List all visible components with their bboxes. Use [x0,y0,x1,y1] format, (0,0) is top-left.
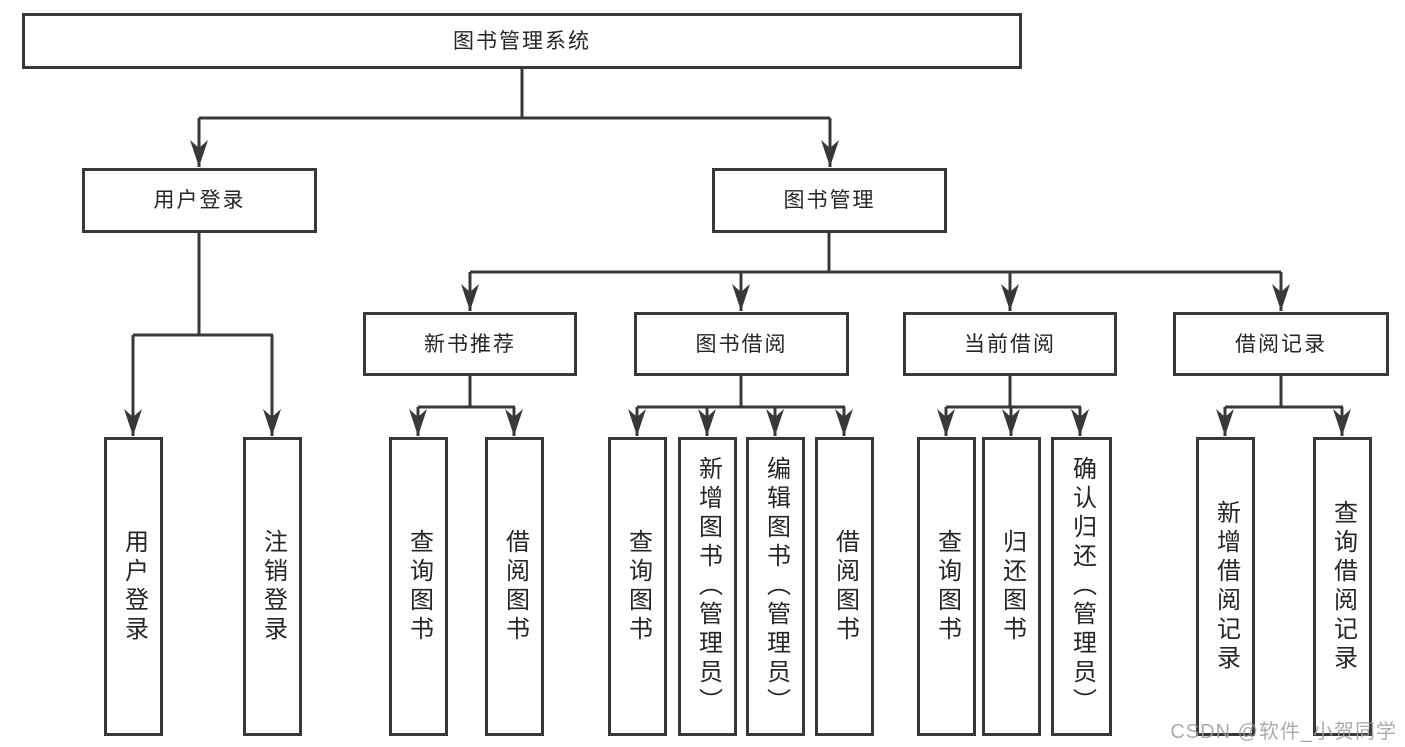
node-leaf-add-borrow-record: 新增借阅记录 [1196,437,1255,736]
node-user-login: 用户登录 [82,168,317,233]
node-leaf-query-borrow-record-label: 查询借阅记录 [1329,499,1357,674]
node-root: 图书管理系统 [22,13,1022,69]
node-book-management-label: 图书管理 [783,189,876,212]
node-leaf-borrow-books-borrowing-label: 借阅图书 [831,528,859,645]
node-leaf-borrow-books-recommend-label: 借阅图书 [501,528,529,645]
node-leaf-return-books-label: 归还图书 [998,528,1026,645]
node-leaf-query-books-recommend: 查询图书 [389,437,448,736]
node-current-borrowing-label: 当前借阅 [964,332,1056,356]
node-leaf-query-books-borrowing-label: 查询图书 [624,528,652,645]
node-new-book-recommend: 新书推荐 [363,312,577,376]
node-book-borrowing-label: 图书借阅 [695,332,788,356]
node-book-management: 图书管理 [712,168,947,233]
node-user-login-label: 用户登录 [153,189,246,212]
node-borrow-records-label: 借阅记录 [1235,332,1327,356]
node-leaf-query-borrow-record: 查询借阅记录 [1313,437,1372,736]
node-leaf-logout-label: 注销登录 [259,528,287,645]
node-leaf-confirm-return-admin-label: 确认归还（管理员） [1068,456,1096,717]
node-leaf-add-borrow-record-label: 新增借阅记录 [1212,499,1240,674]
node-leaf-query-books-current-label: 查询图书 [933,528,961,645]
node-leaf-query-books-current: 查询图书 [917,437,976,736]
node-leaf-add-books-admin: 新增图书（管理员） [678,437,737,736]
node-borrow-records: 借阅记录 [1173,312,1389,376]
node-leaf-edit-books-admin-label: 编辑图书（管理员） [762,456,790,717]
node-book-borrowing: 图书借阅 [634,312,849,376]
node-leaf-add-books-admin-label: 新增图书（管理员） [694,456,722,717]
node-leaf-query-books-recommend-label: 查询图书 [405,528,433,645]
node-leaf-confirm-return-admin: 确认归还（管理员） [1051,437,1112,736]
node-leaf-logout: 注销登录 [243,437,302,736]
node-leaf-edit-books-admin: 编辑图书（管理员） [746,437,805,736]
node-leaf-return-books: 归还图书 [982,437,1041,736]
node-leaf-user-login: 用户登录 [104,437,163,736]
connector-skeleton [133,69,1343,409]
node-leaf-borrow-books-borrowing: 借阅图书 [815,437,874,736]
node-current-borrowing: 当前借阅 [903,312,1117,376]
node-leaf-query-books-borrowing: 查询图书 [608,437,667,736]
node-root-label: 图书管理系统 [453,29,591,53]
node-leaf-user-login-label: 用户登录 [120,528,148,645]
node-leaf-borrow-books-recommend: 借阅图书 [485,437,544,736]
node-new-book-recommend-label: 新书推荐 [424,332,516,356]
csdn-watermark: CSDN @软件_小贺同学 [1170,721,1397,743]
